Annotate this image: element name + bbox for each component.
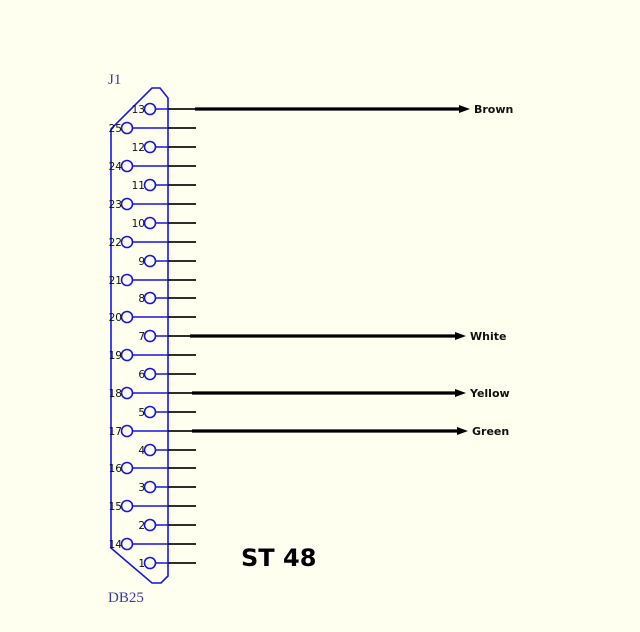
pin-contact-circle	[143, 518, 157, 532]
pin-contact-circle	[143, 443, 157, 457]
wire-color-label: Yellow	[469, 387, 510, 400]
wire-white: White	[190, 330, 506, 343]
pin-2: 2	[138, 518, 196, 532]
pin-number: 23	[109, 199, 122, 211]
pin-contact-circle	[120, 121, 134, 135]
pin-number: 20	[109, 312, 122, 324]
pin-number: 1	[138, 558, 145, 570]
pin-contact-circle	[143, 102, 157, 116]
wire-brown: Brown	[195, 103, 513, 116]
pin-contact-circle	[120, 386, 134, 400]
pin-number: 7	[138, 331, 145, 343]
pin-contact-circle	[120, 348, 134, 362]
pin-6: 6	[138, 367, 196, 381]
pin-24: 24	[109, 159, 196, 173]
pin-25: 25	[109, 121, 196, 135]
pin-number: 16	[109, 463, 123, 475]
pin-7: 7	[138, 329, 196, 343]
pin-number: 6	[138, 369, 145, 381]
pin-number: 14	[109, 539, 123, 551]
pin-11: 11	[132, 178, 196, 192]
pin-number: 11	[132, 180, 145, 192]
pin-number: 8	[138, 293, 145, 305]
pin-3: 3	[138, 480, 196, 494]
wire-color-label: White	[470, 330, 506, 343]
pin-contact-circle	[120, 273, 134, 287]
arrow-right-icon	[457, 427, 468, 435]
pin-number: 19	[109, 350, 122, 362]
pin-23: 23	[109, 197, 196, 211]
pin-number: 3	[138, 482, 145, 494]
wire-yellow: Yellow	[192, 387, 510, 400]
pin-22: 22	[109, 235, 196, 249]
pin-number: 15	[109, 501, 122, 513]
pin-number: 5	[138, 407, 145, 419]
pin-14: 14	[109, 537, 196, 551]
wire-green: Green	[192, 425, 509, 438]
pin-contact-circle	[120, 537, 134, 551]
pin-20: 20	[109, 310, 196, 324]
arrow-right-icon	[455, 332, 466, 340]
pin-15: 15	[109, 499, 196, 513]
pin-number: 9	[138, 256, 145, 268]
pin-contact-circle	[143, 140, 157, 154]
pin-number: 10	[132, 218, 145, 230]
pin-number: 22	[109, 237, 122, 249]
connector-type-label: DB25	[108, 590, 144, 606]
pin-9: 9	[138, 254, 196, 268]
pin-number: 21	[109, 275, 122, 287]
pin-contact-circle	[143, 216, 157, 230]
pin-contact-circle	[120, 235, 134, 249]
pin-number: 24	[109, 161, 123, 173]
pin-4: 4	[138, 443, 196, 457]
wire-color-label: Green	[472, 425, 509, 438]
pin-10: 10	[132, 216, 196, 230]
pin-number: 18	[109, 388, 122, 400]
pin-number: 17	[109, 426, 122, 438]
pin-contact-circle	[143, 405, 157, 419]
wire-color-label: Brown	[474, 103, 513, 116]
pin-contact-circle	[143, 254, 157, 268]
db25-connector-outline	[110, 87, 169, 584]
pin-contact-circle	[143, 556, 157, 570]
pin-contact-circle	[120, 197, 134, 211]
arrow-right-icon	[455, 389, 466, 397]
pin-contact-circle	[120, 310, 134, 324]
pin-1: 1	[138, 556, 196, 570]
pin-16: 16	[109, 461, 196, 475]
pin-contact-circle	[143, 291, 157, 305]
pin-contact-circle	[120, 424, 134, 438]
pin-number: 12	[132, 142, 145, 154]
pin-19: 19	[109, 348, 196, 362]
pin-12: 12	[132, 140, 196, 154]
pin-17: 17	[109, 424, 196, 438]
pin-contact-circle	[143, 367, 157, 381]
pin-18: 18	[109, 386, 196, 400]
pin-contact-circle	[120, 461, 134, 475]
pin-contact-circle	[143, 480, 157, 494]
diagram-title: ST 48	[241, 544, 316, 572]
pin-number: 2	[138, 520, 145, 532]
pin-contact-circle	[120, 499, 134, 513]
pin-21: 21	[109, 273, 196, 287]
pin-contact-circle	[143, 178, 157, 192]
pin-13: 13	[132, 102, 196, 116]
pin-number: 25	[109, 123, 122, 135]
pin-contact-circle	[120, 159, 134, 173]
pin-8: 8	[138, 291, 196, 305]
connector-ref-label: J1	[108, 72, 121, 88]
pin-5: 5	[138, 405, 196, 419]
arrow-right-icon	[459, 105, 470, 113]
pin-contact-circle	[143, 329, 157, 343]
pin-number: 13	[132, 104, 145, 116]
pin-group: 13 25 12 24 11 23 10 22 9 21 8 20 7 19 6 18 5 17 4 16 3 15 2 14…	[109, 102, 196, 570]
pin-number: 4	[138, 445, 145, 457]
